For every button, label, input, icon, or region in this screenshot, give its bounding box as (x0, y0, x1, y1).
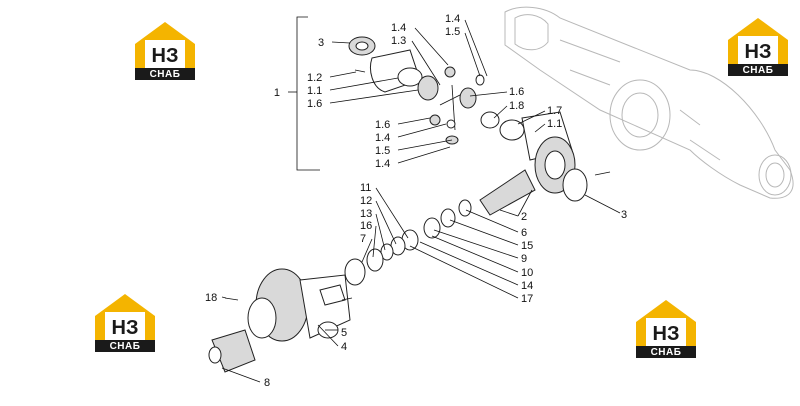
callout-1-4-lower: 1.4 (375, 132, 390, 144)
callout-1-1-right: 1.1 (547, 118, 562, 130)
planet-gear-1-4-left (429, 114, 441, 126)
carrier-housing (224, 268, 353, 342)
callout-9: 9 (521, 253, 527, 265)
callout-1-5-top: 1.5 (445, 26, 460, 38)
leader-lines (221, 19, 621, 383)
watermark-logo-bottom-left: НЗ СНАБ (95, 294, 155, 352)
callout-12: 12 (360, 195, 372, 207)
ring-15 (440, 208, 456, 228)
bolt-1-2 (354, 69, 366, 73)
watermark-logo-top-left: НЗ СНАБ (135, 22, 195, 80)
side-gear-1-6 (417, 75, 439, 101)
bolt-18 (224, 297, 239, 301)
svg-text:СНАБ: СНАБ (651, 347, 682, 358)
callout-14: 14 (521, 280, 533, 292)
washer-1-8 (480, 111, 500, 129)
callout-11: 11 (360, 182, 371, 194)
cap-bracket (319, 284, 346, 306)
callout-1: 1 (274, 87, 280, 99)
yoke-flange-8 (208, 329, 256, 373)
callout-1-7: 1.7 (547, 105, 562, 117)
bearing-3-right (562, 168, 588, 202)
callout-4: 4 (341, 341, 347, 353)
callout-6: 6 (521, 227, 527, 239)
spacer-9 (423, 217, 441, 239)
svg-text:НЗ: НЗ (653, 323, 680, 345)
callout-1-5-lower: 1.5 (375, 145, 390, 157)
callout-15: 15 (521, 240, 533, 252)
svg-text:НЗ: НЗ (112, 317, 139, 339)
callout-1-4-bottom: 1.4 (375, 158, 390, 170)
callout-10: 10 (521, 267, 533, 279)
thrust-washer-1-1 (397, 67, 423, 87)
callout-3-top: 3 (318, 37, 324, 49)
axle-housing-outline (504, 6, 794, 199)
callout-8: 8 (264, 377, 270, 389)
planet-gear-1-4-top (444, 66, 456, 78)
bolt-right (594, 171, 611, 176)
callout-1-6-lower: 1.6 (375, 119, 390, 131)
callout-1-6-right: 1.6 (509, 86, 524, 98)
callout-labels: 1 3 1.2 1.1 1.6 1.4 1.3 1.4 1.5 1.6 1.8 … (205, 13, 627, 389)
bearing-7 (366, 248, 384, 272)
group-1-bracket (288, 16, 320, 171)
svg-text:СНАБ: СНАБ (110, 341, 141, 352)
callout-3-right: 3 (621, 209, 627, 221)
callout-1-4-top: 1.4 (391, 22, 406, 34)
callout-7: 7 (360, 233, 366, 245)
svg-text:НЗ: НЗ (745, 41, 772, 63)
differential-assembly (348, 36, 573, 161)
washer-1-5-top (475, 74, 485, 86)
bearing-6 (458, 199, 472, 217)
callout-5: 5 (341, 327, 347, 339)
side-gear-1-6-right (459, 87, 477, 109)
svg-text:НЗ: НЗ (152, 45, 179, 67)
watermark-logo-bottom-right: НЗ СНАБ (636, 300, 696, 358)
callout-13: 13 (360, 208, 372, 220)
pinion-shaft-2 (479, 169, 536, 216)
callout-1-3: 1.3 (391, 35, 406, 47)
callout-1-6-left: 1.6 (307, 98, 322, 110)
cup-16 (344, 258, 366, 286)
callout-1-8: 1.8 (509, 100, 524, 112)
watermark-logo-top-right: НЗ СНАБ (728, 18, 788, 76)
callout-2: 2 (521, 211, 527, 223)
callout-17: 17 (521, 293, 533, 305)
svg-text:СНАБ: СНАБ (150, 69, 181, 80)
callout-1-1-left: 1.1 (307, 85, 322, 97)
callout-1-2: 1.2 (307, 72, 322, 84)
callout-18: 18 (205, 292, 217, 304)
ring-gear-group (534, 136, 611, 202)
callout-1-4-right: 1.4 (445, 13, 460, 25)
svg-text:СНАБ: СНАБ (743, 65, 774, 76)
callout-16: 16 (360, 220, 372, 232)
